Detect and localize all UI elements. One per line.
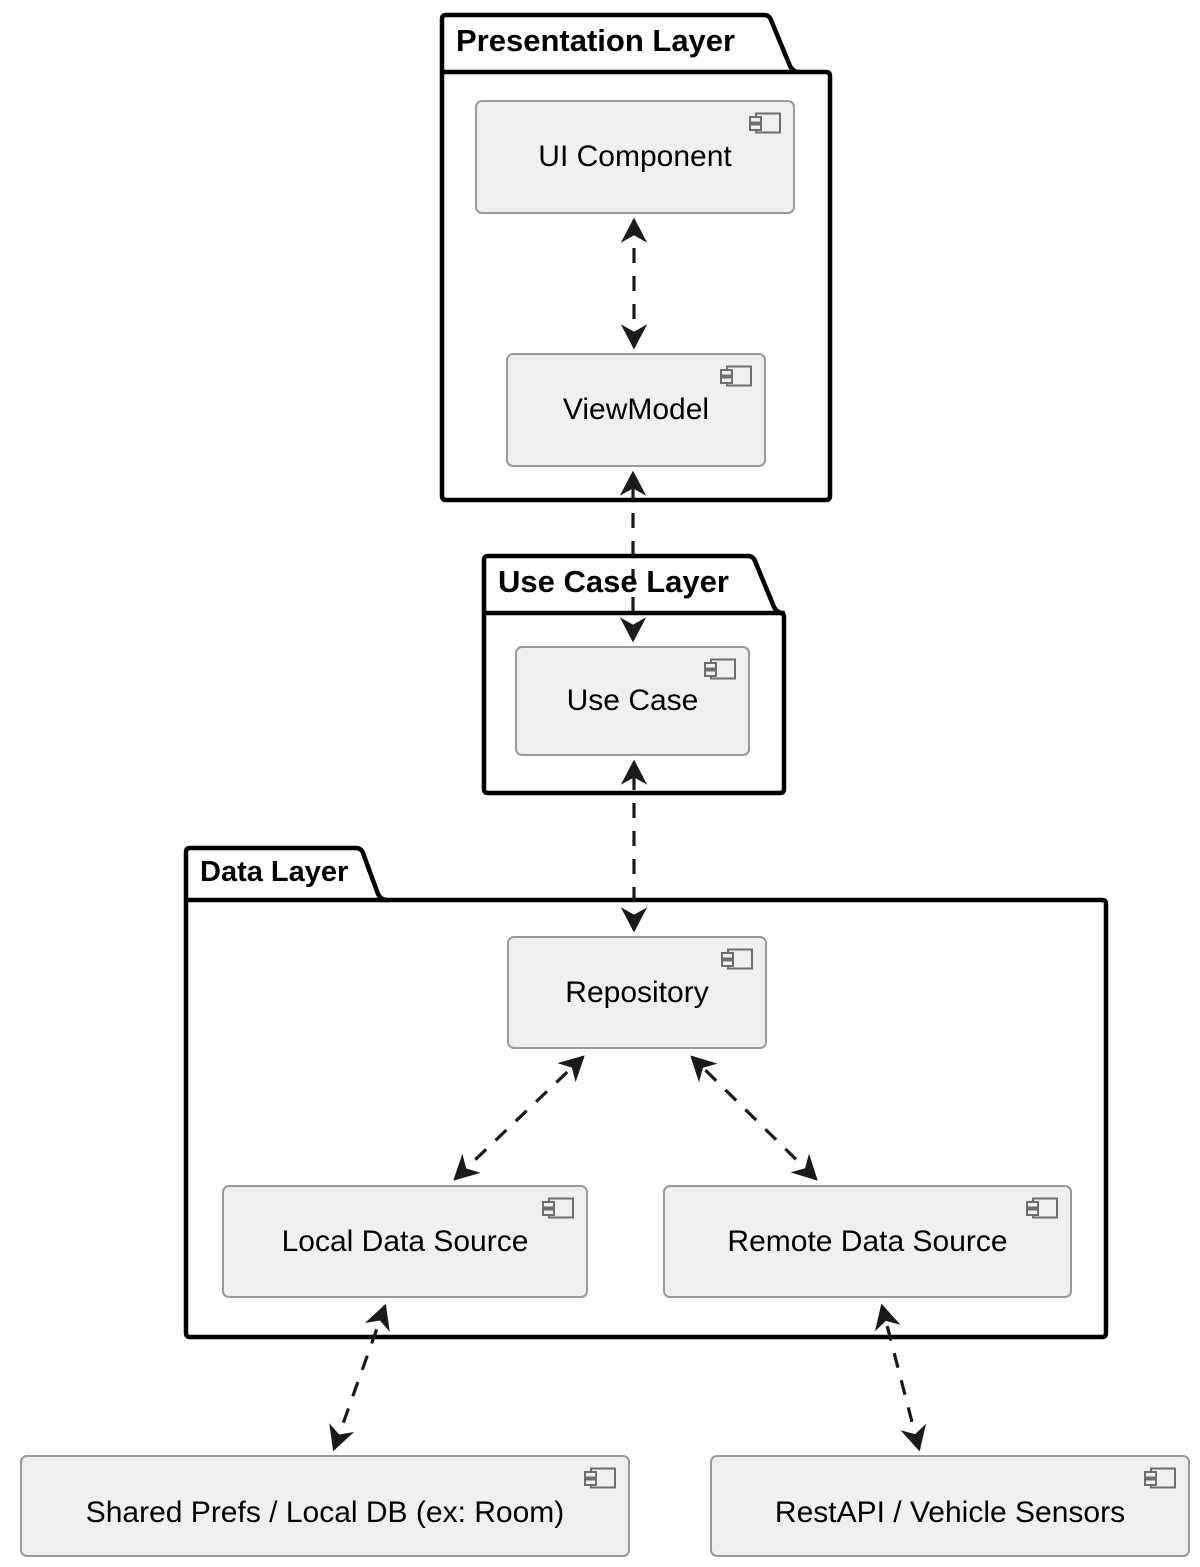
uml-component-icon [704,658,736,680]
uml-component-icon [1144,1467,1176,1489]
component-view-model[interactable]: ViewModel [506,353,766,467]
component-label: RestAPI / Vehicle Sensors [774,1496,1126,1529]
package-label-data-layer: Data Layer [200,856,349,888]
component-remote-data-source[interactable]: Remote Data Source [663,1185,1072,1298]
component-local-data-source[interactable]: Local Data Source [222,1185,588,1298]
package-data-layer [183,845,1109,1340]
uml-component-icon [721,948,753,970]
uml-component-icon [720,365,752,387]
component-label: Use Case [566,684,699,717]
component-ui-component[interactable]: UI Component [475,100,795,214]
uml-component-icon [584,1467,616,1489]
connector-remote-restapi [874,1303,927,1452]
component-label: Local Data Source [281,1224,529,1258]
package-presentation-layer [439,12,833,503]
connector-repository-remote [690,1055,818,1181]
component-label: Remote Data Source [727,1224,1008,1258]
package-label-use-case-layer: Use Case Layer [498,564,729,599]
component-label: Shared Prefs / Local DB (ex: Room) [85,1496,565,1529]
connector-repository-local [453,1055,585,1181]
component-label: Repository [565,975,709,1009]
component-rest-api[interactable]: RestAPI / Vehicle Sensors [710,1455,1190,1557]
uml-component-icon [542,1197,574,1219]
component-label: UI Component [538,140,732,173]
component-repository[interactable]: Repository [507,936,767,1049]
package-label-presentation-layer: Presentation Layer [456,23,736,58]
uml-component-icon [749,112,781,134]
component-shared-prefs[interactable]: Shared Prefs / Local DB (ex: Room) [20,1455,630,1557]
connector-local-sharedprefs [329,1303,390,1452]
component-label: ViewModel [562,393,710,426]
uml-component-icon [1026,1197,1058,1219]
component-use-case[interactable]: Use Case [515,646,750,756]
